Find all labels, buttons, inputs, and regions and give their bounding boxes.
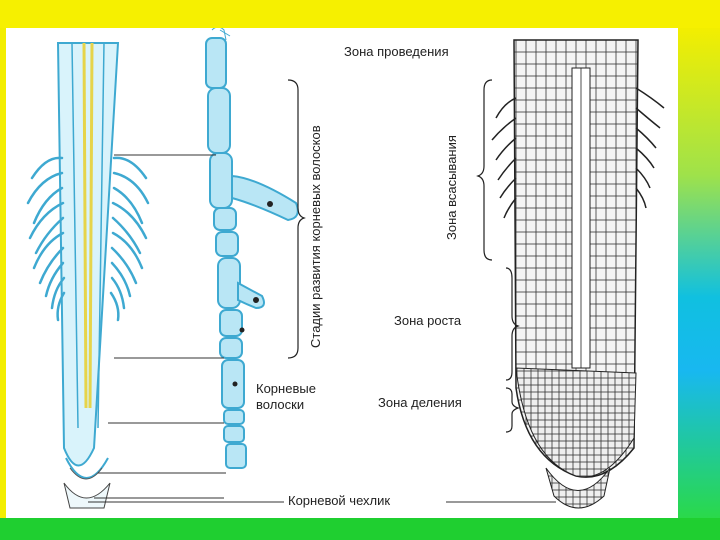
label-absorption-zone: Зона всасывания (444, 135, 459, 240)
label-division-zone: Зона деления (378, 396, 462, 410)
label-root-hairs-line1: Корневые (256, 382, 316, 396)
right-root-drawing (492, 40, 664, 508)
label-growth-zone: Зона роста (394, 314, 461, 328)
right-decor-gradient-band (678, 28, 720, 518)
label-conduction-zone: Зона проведения (344, 45, 449, 59)
label-root-hairs-line2: волоски (256, 398, 304, 412)
left-root-drawing (28, 43, 148, 508)
bottom-decor-band (0, 518, 720, 540)
top-decor-band (0, 0, 720, 28)
diagram-panel: Зона проведения Зона всасывания Зона рос… (6, 28, 678, 518)
label-root-cap: Корневой чехлик (288, 494, 390, 508)
root-diagram-svg (6, 28, 678, 518)
label-hair-development-stages: Стадии развития корневых волосков (308, 125, 323, 348)
